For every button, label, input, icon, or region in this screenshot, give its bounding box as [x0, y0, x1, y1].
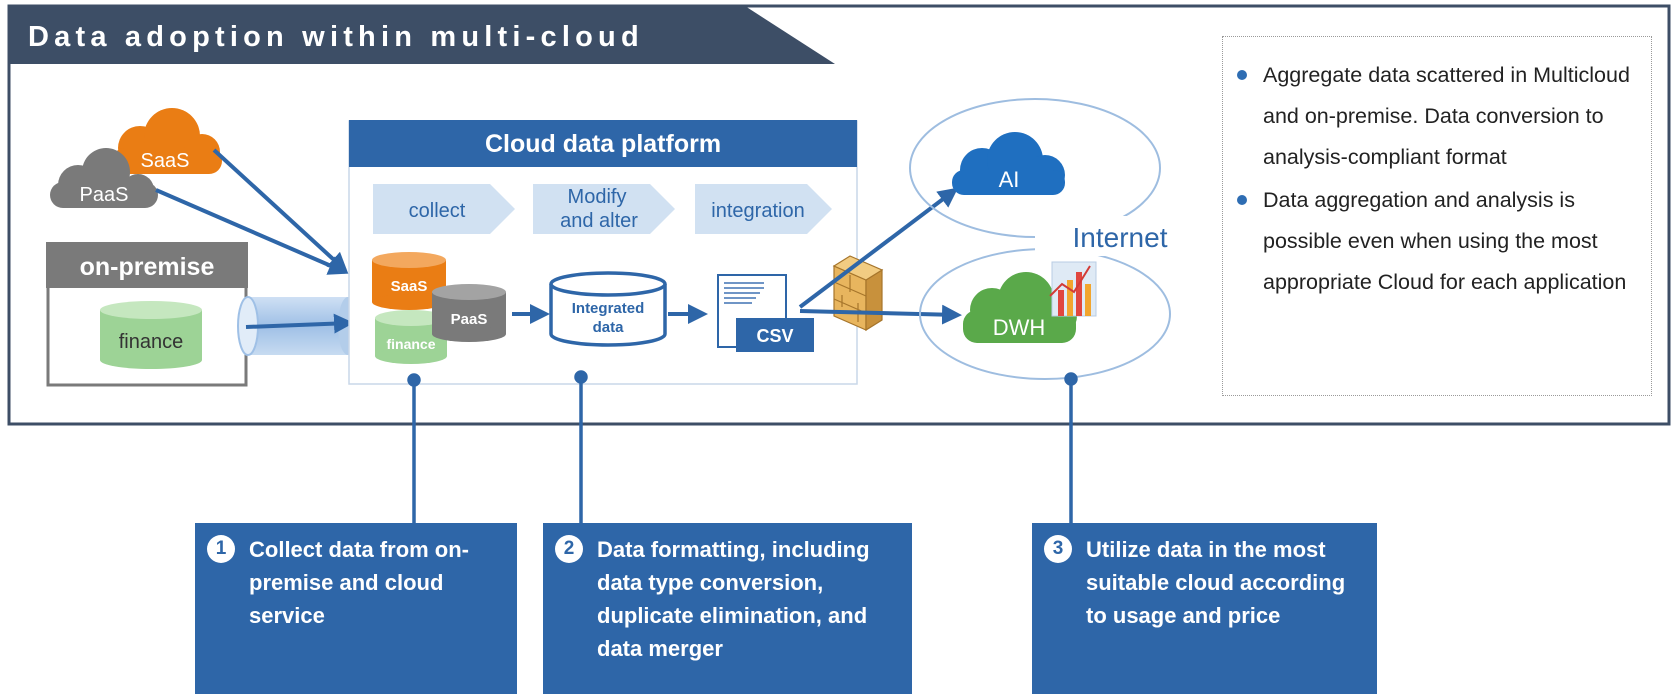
paas-label: PaaS [80, 184, 129, 206]
step-integration [695, 184, 832, 234]
internet-label: Internet [1073, 222, 1168, 253]
step-integration-label: integration [711, 200, 804, 222]
ai-cloud-icon: AI [952, 132, 1065, 195]
callout-format: 2 Data formatting, including data type c… [543, 523, 912, 694]
note-item: Data aggregation and analysis is possibl… [1237, 180, 1637, 303]
integrated-data-icon: Integrated data [549, 271, 667, 347]
callout-text: Utilize data in the most suitable cloud … [1086, 537, 1346, 628]
saas-cloud-icon: SaaS [112, 108, 222, 174]
callout-text: Data formatting, including data type con… [597, 537, 870, 661]
pipe-arrow [245, 313, 354, 334]
onprem-title: on-premise [80, 253, 215, 281]
analytics-chart-icon [1049, 261, 1097, 317]
csv-file-icon: CSV [717, 274, 814, 352]
step-modify-label-line1: Modify [568, 186, 627, 208]
paas-arrow [155, 188, 349, 275]
integrated-data-line2: data [593, 319, 625, 336]
note-text: Data aggregation and analysis is possibl… [1263, 188, 1627, 294]
summary-note: Aggregate data scattered in Multicloud a… [1222, 36, 1652, 396]
csv-label: CSV [756, 326, 793, 346]
internet-label-bg [1035, 216, 1175, 256]
paas-cloud-icon: PaaS [50, 148, 158, 208]
onprem-header [46, 242, 248, 288]
title-banner [9, 6, 835, 64]
dwh-label: DWH [993, 315, 1046, 340]
step-number-badge: 3 [1044, 535, 1072, 563]
step-modify-label-line2: and alter [560, 210, 638, 232]
bullet-icon [1237, 195, 1247, 205]
firewall-icon [832, 255, 884, 332]
callout-collect: 1 Collect data from on-premise and cloud… [195, 523, 517, 694]
callout-utilize: 3 Utilize data in the most suitable clou… [1032, 523, 1377, 694]
connector-lines [407, 370, 1078, 523]
finance-label: finance [119, 331, 184, 353]
saas-cylinder-label: SaaS [391, 278, 428, 295]
paas-cylinder-icon: PaaS [432, 284, 506, 342]
integrated-data-line1: Integrated [572, 300, 645, 317]
bullet-icon [1237, 70, 1247, 80]
note-item: Aggregate data scattered in Multicloud a… [1237, 55, 1637, 178]
saas-arrow [212, 148, 348, 273]
to-dwh-arrow [799, 304, 962, 325]
callout-text: Collect data from on-premise and cloud s… [249, 537, 470, 628]
to-ai-arrow [798, 187, 959, 309]
platform-header [349, 120, 857, 167]
ai-label: AI [999, 167, 1020, 192]
step-number-badge: 1 [207, 535, 235, 563]
step-collect [373, 184, 515, 234]
saas-label: SaaS [141, 150, 190, 172]
step-number-badge: 2 [555, 535, 583, 563]
step-modify [533, 184, 675, 234]
page-title: Data adoption within multi-cloud [28, 21, 644, 53]
finance-db-icon: finance [100, 301, 202, 369]
paas-cylinder-label: PaaS [451, 311, 488, 328]
step-collect-label: collect [409, 200, 466, 222]
note-text: Aggregate data scattered in Multicloud a… [1263, 63, 1630, 169]
finance-cylinder-label: finance [386, 336, 435, 352]
platform-title: Cloud data platform [485, 130, 721, 158]
